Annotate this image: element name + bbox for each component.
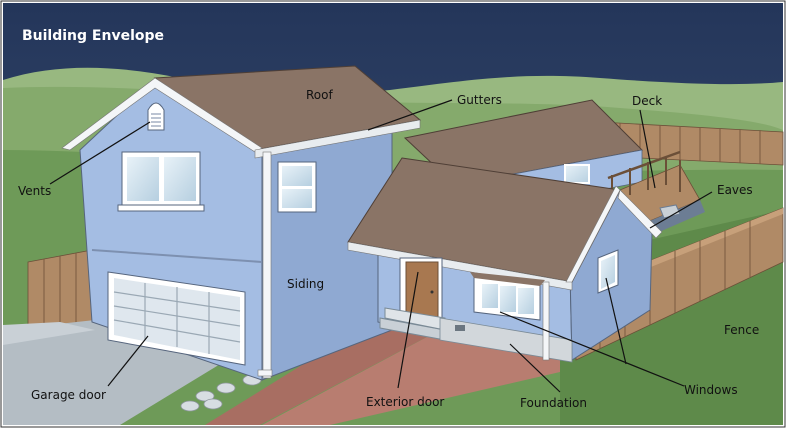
walkway: [205, 318, 440, 425]
downspout-2: [542, 281, 550, 361]
diagram-title: Building Envelope: [22, 28, 165, 44]
label-deck: Deck: [632, 94, 663, 108]
label-garage-door: Garage door: [31, 388, 106, 402]
eaves-vent: [659, 204, 681, 219]
leader-lines: [49, 99, 713, 393]
leader-garage-door: [107, 335, 149, 387]
leader-windows-2: [605, 277, 627, 365]
label-gutters: Gutters: [457, 93, 502, 107]
attic-vent: [147, 102, 165, 131]
upstairs-window: [117, 151, 205, 212]
label-roof: Roof: [306, 88, 333, 102]
leader-gutters: [367, 99, 453, 131]
main-roof: [61, 65, 422, 159]
leader-windows-1: [499, 311, 685, 387]
side-window: [277, 161, 317, 213]
sidewalk: [3, 322, 95, 345]
downspout: [257, 151, 273, 379]
label-fence: Fence: [724, 323, 760, 337]
label-siding: Siding: [287, 277, 325, 291]
front-wing-side-window: [597, 249, 619, 294]
leader-deck: [639, 109, 656, 189]
leader-foundation: [509, 343, 561, 393]
foundation-band: [439, 317, 573, 363]
label-exterior-door: Exterior door: [366, 395, 445, 409]
leader-exterior-door: [397, 271, 419, 389]
label-windows: Windows: [684, 383, 738, 397]
leader-eaves: [649, 191, 713, 229]
label-eaves: Eaves: [717, 183, 753, 197]
leader-vents: [49, 121, 151, 185]
label-vents: Vents: [18, 184, 52, 198]
bay-window: [470, 272, 545, 321]
label-foundation: Foundation: [520, 396, 587, 410]
left-fence: [27, 249, 93, 336]
walkway-edge: [262, 330, 560, 425]
